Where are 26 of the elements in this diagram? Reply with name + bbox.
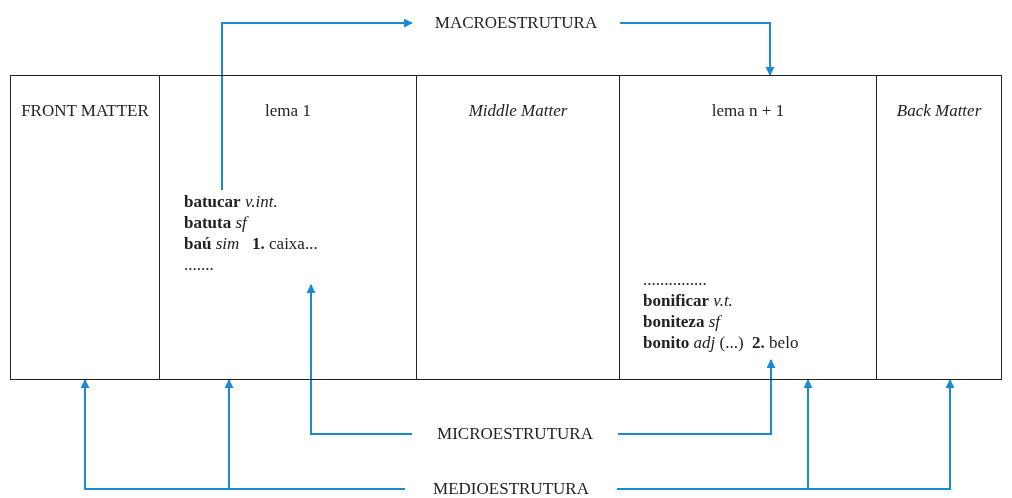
section-heading: Middle Matter bbox=[467, 100, 569, 122]
node-label: MACROESTRUTURA bbox=[434, 13, 598, 32]
section-panel bbox=[619, 75, 877, 380]
dictionary-entry: ............... bbox=[643, 269, 707, 290]
dictionary-entry: ....... bbox=[184, 254, 214, 275]
section-panel bbox=[159, 75, 417, 380]
dictionary-entry: batucar v.int. bbox=[184, 191, 278, 212]
arrow bbox=[221, 18, 413, 191]
dictionary-entry: boniteza sf bbox=[643, 311, 720, 332]
section-panel bbox=[10, 75, 160, 380]
section-heading: Back Matter bbox=[895, 100, 983, 122]
dictionary-entry: baú sim 1. caixa... bbox=[184, 233, 318, 254]
arrow bbox=[224, 379, 406, 490]
section-heading: lema n + 1 bbox=[710, 100, 786, 122]
dictionary-entry: bonito adj (...) 2. belo bbox=[643, 332, 799, 353]
section-panel bbox=[876, 75, 1002, 380]
section-heading: FRONT MATTER bbox=[20, 100, 150, 122]
dictionary-entry: bonificar v.t. bbox=[643, 290, 733, 311]
arrow bbox=[617, 359, 776, 435]
arrow bbox=[619, 22, 775, 76]
arrow bbox=[306, 284, 413, 435]
section-heading: lema 1 bbox=[264, 100, 312, 122]
node-label: MICROESTRUTURA bbox=[437, 424, 593, 443]
section-panel bbox=[416, 75, 620, 380]
node-label: MEDIOESTRUTURA bbox=[433, 479, 589, 498]
dictionary-entry: batuta sf bbox=[184, 212, 247, 233]
